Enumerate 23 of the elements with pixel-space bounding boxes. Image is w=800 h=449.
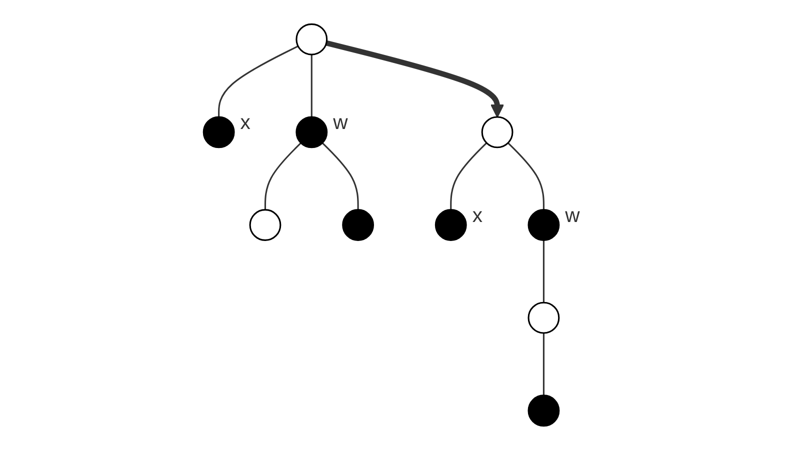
node-label: w bbox=[565, 204, 580, 226]
connector bbox=[542, 240, 544, 302]
connector bbox=[450, 142, 488, 210]
hollow-tree-node bbox=[481, 116, 514, 148]
filled-tree-node bbox=[202, 116, 235, 148]
connector bbox=[264, 142, 302, 210]
connector bbox=[542, 332, 544, 395]
node-label: x bbox=[472, 204, 482, 226]
connector bbox=[322, 142, 359, 210]
hollow-tree-node bbox=[528, 301, 560, 334]
hollow-tree-node bbox=[249, 208, 282, 240]
connector bbox=[507, 142, 544, 210]
hollow-tree-node bbox=[296, 22, 328, 55]
filled-tree-node bbox=[528, 394, 560, 426]
filled-tree-node bbox=[434, 208, 467, 240]
connector bbox=[218, 44, 298, 116]
connector bbox=[310, 54, 312, 116]
filled-tree-node bbox=[528, 208, 560, 240]
node-label: w bbox=[333, 112, 348, 134]
filled-tree-node bbox=[342, 208, 374, 240]
arrow bbox=[326, 40, 504, 118]
node-label: x bbox=[240, 112, 250, 134]
filled-tree-node bbox=[296, 116, 328, 148]
